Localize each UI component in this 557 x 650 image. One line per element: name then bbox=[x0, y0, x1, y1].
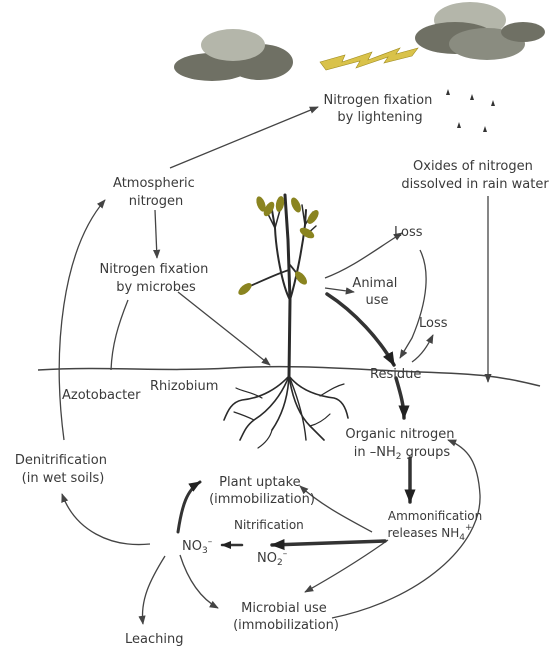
microbe-fixation-label: Nitrogen fixation by microbes bbox=[100, 262, 213, 295]
arrow-to-animal-use bbox=[325, 288, 354, 292]
nitrification-label: Nitrification bbox=[234, 518, 304, 532]
oxides-label: Oxides of nitrogen dissolved in rain wat… bbox=[401, 159, 549, 192]
ammonification-label: Ammonification releases NH4+ bbox=[387, 509, 486, 543]
rhizobium-label: Rhizobium bbox=[150, 379, 218, 394]
loss-mid-label: Loss bbox=[419, 316, 448, 331]
animal-use-label: Animal use bbox=[352, 276, 401, 308]
arrow-to-loss-top bbox=[325, 233, 402, 278]
arrow-no3-to-leaching bbox=[142, 556, 165, 624]
atmospheric-nitrogen-label: Atmospheric nitrogen bbox=[113, 176, 199, 209]
left-cloud-icon bbox=[174, 29, 293, 81]
heavy-arrows bbox=[178, 294, 410, 545]
arrow-no3-to-microbial bbox=[180, 555, 218, 608]
leaf-icons bbox=[236, 195, 321, 297]
arrow-atmospheric-to-lightning bbox=[170, 107, 318, 168]
arrow-no3-to-denitrification bbox=[62, 494, 150, 545]
right-cloud-icon bbox=[415, 2, 545, 60]
lightning-fixation-label: Nitrogen fixation by lightening bbox=[324, 93, 437, 125]
azotobacter-label: Azotobacter bbox=[62, 388, 141, 403]
plant-uptake-label: Plant uptake (immobilization) bbox=[209, 475, 315, 507]
arrow-to-loss-mid bbox=[412, 335, 433, 362]
lightning-icon bbox=[320, 48, 418, 70]
arrow-ammon-to-microbial bbox=[305, 540, 388, 592]
arrow-atmospheric-to-microbes bbox=[155, 210, 157, 258]
arrow-residue-to-organic bbox=[396, 378, 404, 418]
residue-label: Residue bbox=[370, 367, 421, 382]
arrow-no3-to-uptake bbox=[178, 482, 200, 532]
leaching-label: Leaching bbox=[125, 632, 183, 647]
arrow-ammon-to-no2 bbox=[272, 541, 385, 545]
no2-label: NO2– bbox=[257, 549, 288, 568]
microbial-use-label: Microbial use (immobilization) bbox=[233, 601, 339, 633]
organic-nitrogen-label: Organic nitrogen in –NH2 groups bbox=[345, 427, 458, 462]
loss-top-label: Loss bbox=[394, 225, 423, 240]
rain-drops-icon bbox=[446, 89, 495, 132]
no3-label: NO3– bbox=[182, 537, 213, 556]
denitrification-label: Denitrification (in wet soils) bbox=[15, 453, 111, 486]
arrow-denit-to-atmospheric bbox=[59, 200, 105, 440]
arrow-microbes-to-roots bbox=[178, 292, 270, 365]
arrow-microbes-to-azotobacter bbox=[111, 300, 128, 370]
arrow-animal-to-residue bbox=[400, 250, 426, 358]
plant-icon bbox=[224, 195, 348, 448]
